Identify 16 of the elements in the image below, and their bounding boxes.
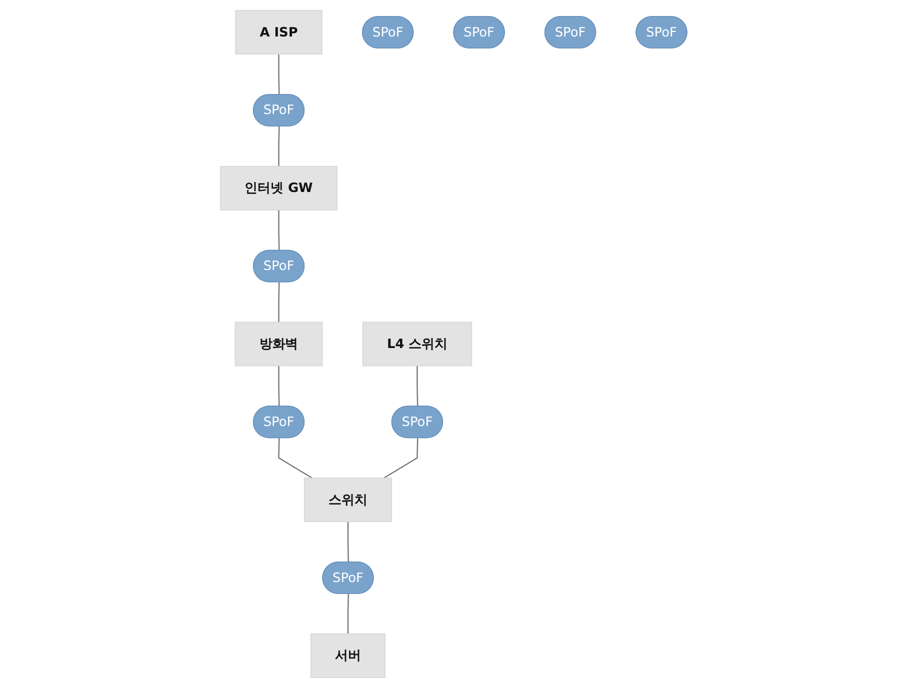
connector [278,282,280,322]
node-box: 서버 [310,634,386,678]
node-box: L4 스위치 [362,322,472,366]
connector [278,126,280,166]
node-box: A ISP [235,10,323,54]
connector [278,210,280,251]
connector [278,438,313,479]
connector [416,366,419,407]
node-box: 인터넷 GW [220,166,338,210]
connector [278,366,280,407]
connector [348,522,350,562]
connector [348,594,350,634]
connector [278,54,280,95]
node-box: 스위치 [304,478,392,522]
connector [384,438,419,479]
node-box: 방화벽 [235,322,324,366]
